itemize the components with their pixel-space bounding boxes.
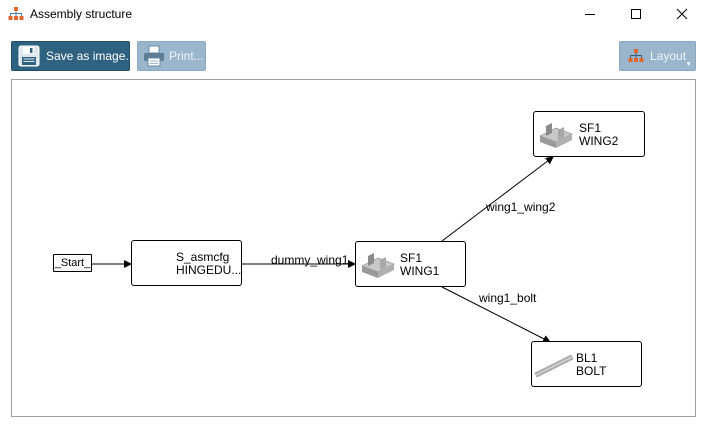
- hierarchy-icon: [628, 48, 644, 64]
- node-name: S_asmcfg: [176, 250, 230, 264]
- close-button[interactable]: [659, 0, 705, 30]
- node-part: WING1: [400, 264, 440, 278]
- window-title: Assembly structure: [30, 7, 133, 21]
- node-wing1[interactable]: SF1 WING1: [355, 241, 466, 287]
- close-icon: [676, 8, 688, 23]
- maximize-button[interactable]: [613, 0, 659, 30]
- printer-icon: [143, 45, 165, 67]
- layout-label: Layout: [650, 49, 687, 63]
- print-label: Print...: [169, 49, 204, 63]
- node-part: WING2: [579, 134, 619, 148]
- graph-edges: [92, 156, 554, 343]
- maximize-icon: [630, 8, 642, 23]
- print-button[interactable]: Print...: [137, 41, 206, 71]
- minimize-button[interactable]: [567, 0, 613, 30]
- node-part: HINGEDU...: [176, 263, 242, 277]
- start-node-label: _Start_: [54, 256, 91, 269]
- edge-label-wing1-wing2: wing1_wing2: [486, 200, 556, 214]
- bolt-rod-icon: [534, 352, 574, 381]
- hierarchy-icon: [8, 6, 24, 22]
- part-bracket-icon: [360, 250, 396, 283]
- edge-label-dummy-wing1: dummy_wing1: [271, 253, 349, 267]
- node-wing2[interactable]: SF1 WING2: [533, 111, 645, 157]
- edge-label-wing1-bolt: wing1_bolt: [479, 291, 537, 305]
- minimize-icon: [584, 8, 596, 23]
- node-bolt[interactable]: BL1 BOLT: [531, 341, 642, 387]
- node-name: SF1: [400, 251, 423, 265]
- edge-wing1-to-bolt: [441, 286, 551, 343]
- layout-dropdown-button[interactable]: Layout ▼: [619, 41, 696, 71]
- edge-wing1-to-wing2: [441, 156, 554, 242]
- part-bracket-icon: [538, 120, 574, 153]
- dropdown-arrow-icon: ▼: [685, 61, 692, 68]
- start-node[interactable]: _Start_: [53, 254, 92, 272]
- node-part: BOLT: [576, 364, 607, 378]
- save-as-image-button[interactable]: Save as image...: [11, 41, 135, 71]
- save-as-image-label: Save as image...: [46, 49, 136, 63]
- title-bar: Assembly structure: [0, 0, 705, 30]
- assembly-graph-canvas[interactable]: _Start_ S_asmcfg HINGEDU... SF1 WING1: [11, 79, 696, 417]
- node-s-asmcfg[interactable]: S_asmcfg HINGEDU...: [131, 240, 242, 286]
- floppy-disk-icon: [18, 45, 40, 67]
- node-name: SF1: [579, 121, 602, 135]
- node-name: BL1: [576, 351, 598, 365]
